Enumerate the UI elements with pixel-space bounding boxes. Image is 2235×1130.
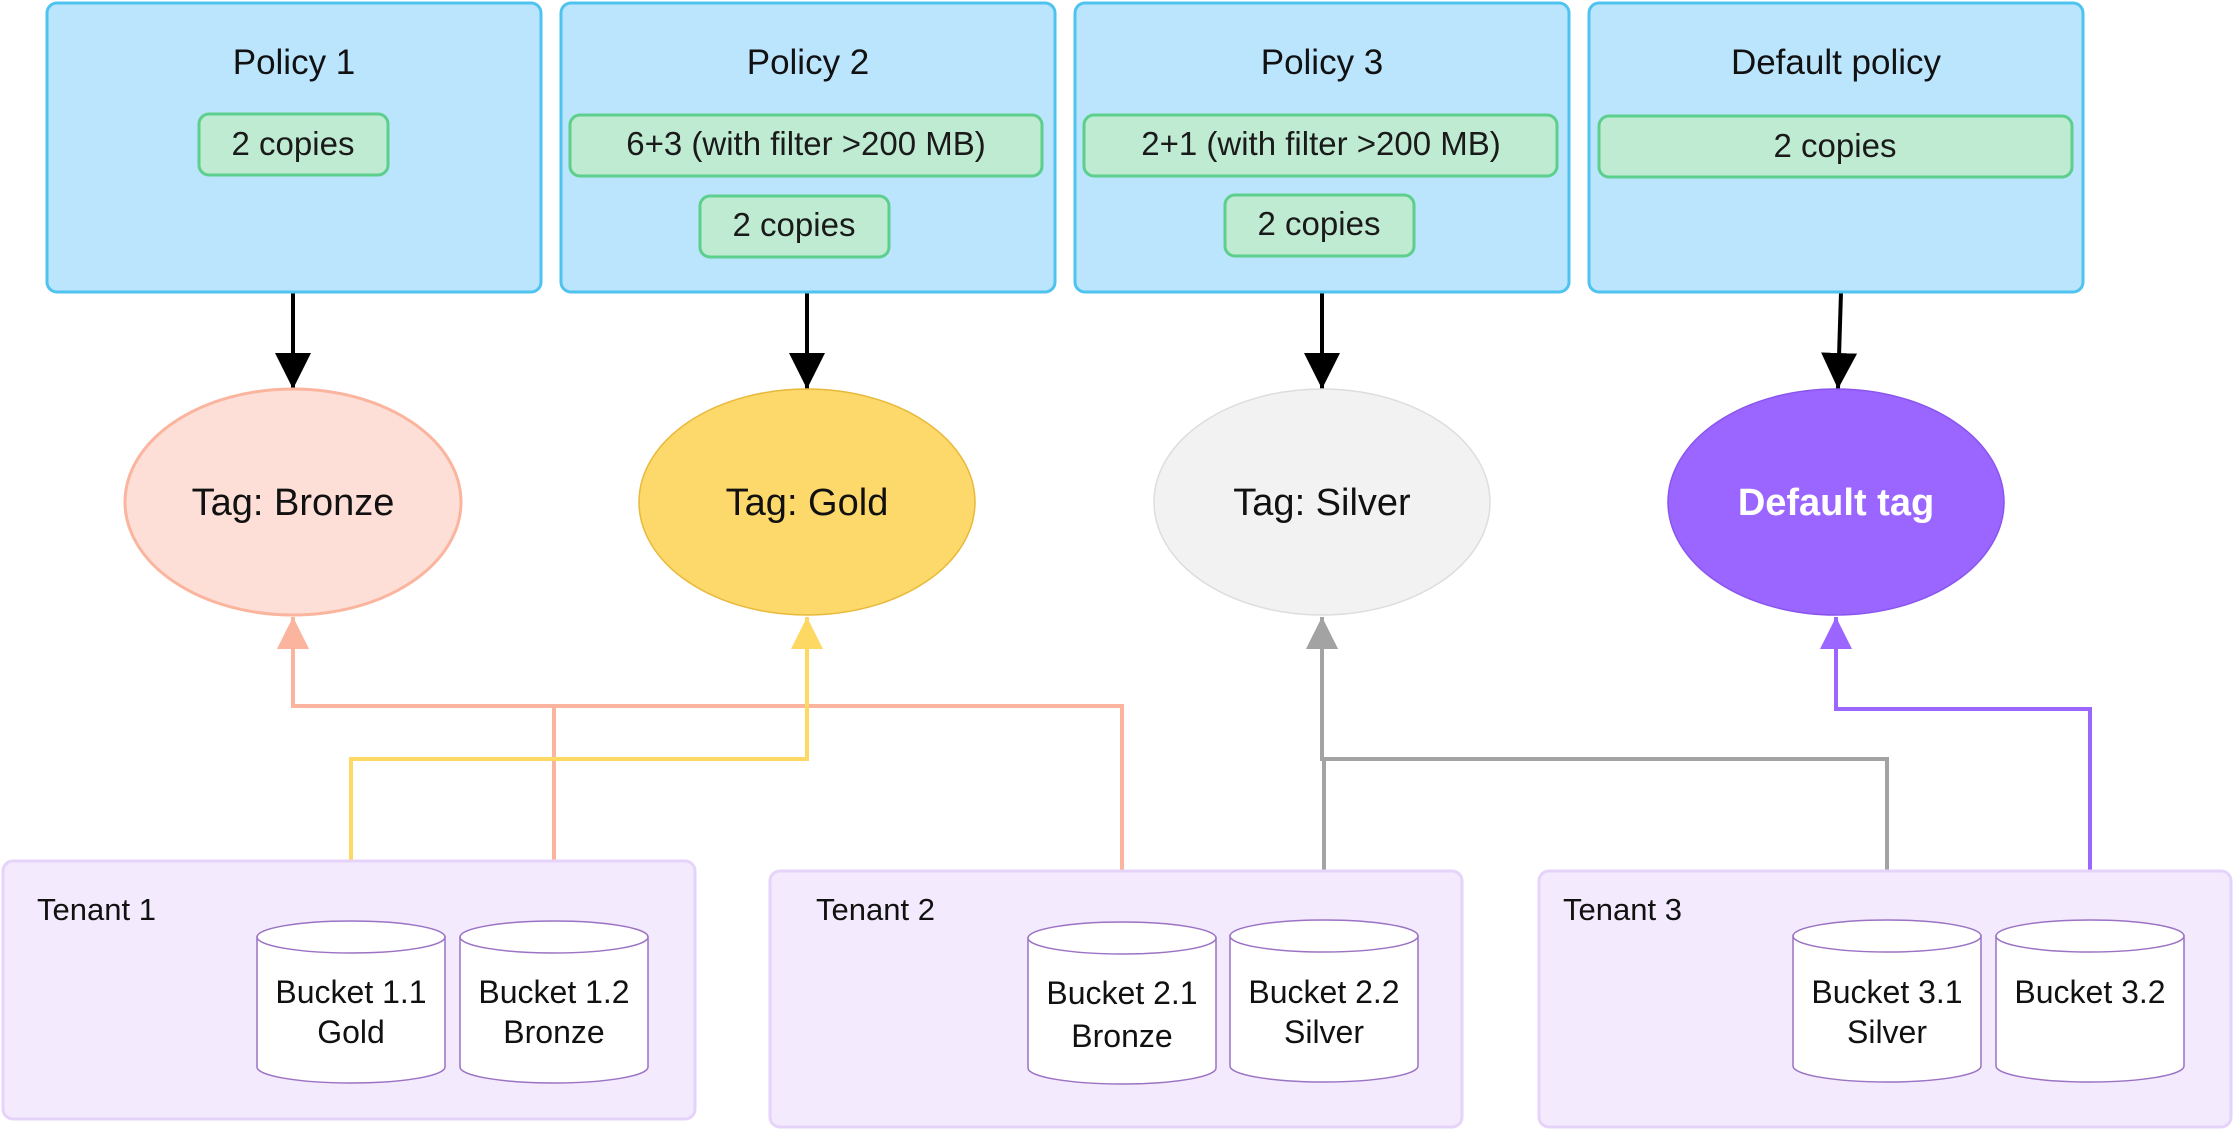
tenant-label: Tenant 1: [37, 892, 156, 927]
buckets: Bucket 1.1 Gold Bucket 1.2 Bronze Bucket…: [256, 919, 2185, 1085]
tag-bronze: Tag: Bronze: [123, 387, 463, 617]
bucket-tag-label: Bronze: [503, 1014, 604, 1050]
rule-box: [197, 112, 390, 177]
rule-box: [1597, 114, 2074, 179]
bucket-body: [1995, 935, 2185, 1083]
bucket-tag-label: Gold: [317, 1014, 385, 1050]
bucket-top: [1792, 919, 1982, 953]
tag-label: Default tag: [1738, 482, 1934, 524]
bucket-body: [256, 936, 446, 1084]
bucket-label: Bucket 1.1: [275, 974, 426, 1010]
policies: Policy 1 2 copies Policy 2 6+3 (with fil…: [45, 1, 2085, 294]
bucket-1-1-to-tag-gold-arrow: [349, 617, 823, 921]
bucket-3-1-to-tag-silver-arrow: [1306, 617, 1889, 920]
edges: [275, 291, 2092, 922]
bucket-3-2: Bucket 3.2: [1995, 919, 2185, 1083]
rule-text: 2 copies: [232, 125, 355, 162]
rule-box: [568, 113, 1044, 178]
bucket-1-1: Bucket 1.1 Gold: [256, 920, 446, 1084]
tag-ellipse: [123, 387, 463, 617]
bucket-top: [1229, 919, 1419, 953]
rule-text: 6+3 (with filter >200 MB): [626, 125, 986, 162]
policy-3: Policy 3 2+1 (with filter >200 MB) 2 cop…: [1073, 1, 1571, 294]
bucket-3-2-to-default-tag-arrow: [1820, 617, 2092, 920]
bucket-label: Bucket 2.2: [1248, 974, 1399, 1010]
tag-ellipse: [638, 388, 976, 616]
rule-text: 2 copies: [733, 206, 856, 243]
rule-box: [1082, 113, 1559, 178]
bucket-top: [256, 920, 446, 954]
rule-text: 2 copies: [1258, 205, 1381, 242]
bucket-body: [459, 936, 649, 1084]
rule-text: 2+1 (with filter >200 MB): [1141, 125, 1501, 162]
policy-default: Default policy 2 copies: [1587, 1, 2085, 294]
rule-box: [1223, 193, 1416, 258]
bucket-top: [459, 920, 649, 954]
policy-title: Policy 1: [233, 43, 356, 82]
policy-default-to-default-tag-arrow: [1821, 291, 1858, 390]
rule-box: [698, 194, 891, 259]
bucket-label: Bucket 1.2: [478, 974, 629, 1010]
bucket-label: Bucket 2.1: [1046, 975, 1197, 1011]
policy-1: Policy 1 2 copies: [45, 1, 543, 294]
tenant-label: Tenant 2: [816, 892, 935, 927]
tag-ellipse: [1667, 388, 2005, 616]
tag-silver: Tag: Silver: [1153, 388, 1491, 616]
bucket-tag-label: Bronze: [1071, 1018, 1172, 1054]
bucket-tag-label: Silver: [1847, 1014, 1927, 1050]
tags: Tag: Bronze Tag: Gold Tag: Silver Defaul…: [123, 387, 2005, 617]
tag-default: Default tag: [1667, 388, 2005, 616]
rule-text: 2 copies: [1774, 127, 1897, 164]
tag-label: Tag: Bronze: [192, 482, 395, 524]
bucket-2-1: Bucket 2.1 Bronze: [1027, 921, 1217, 1085]
tag-label: Tag: Silver: [1233, 482, 1411, 524]
bucket-body: [1229, 935, 1419, 1083]
tag-gold: Tag: Gold: [638, 388, 976, 616]
bucket-2-2: Bucket 2.2 Silver: [1229, 919, 1419, 1083]
tag-label: Tag: Gold: [726, 482, 889, 524]
policy-title: Policy 2: [747, 43, 870, 82]
policy-2: Policy 2 6+3 (with filter >200 MB) 2 cop…: [559, 1, 1057, 294]
tenant-label: Tenant 3: [1563, 892, 1682, 927]
bucket-tag-label: Silver: [1284, 1014, 1364, 1050]
bucket-3-1: Bucket 3.1 Silver: [1792, 919, 1982, 1083]
policy-title: Default policy: [1731, 43, 1942, 82]
tag-ellipse: [1153, 388, 1491, 616]
bucket-label: Bucket 3.1: [1811, 974, 1962, 1010]
bucket-1-2: Bucket 1.2 Bronze: [459, 920, 649, 1084]
bucket-2-1-to-tag-bronze-arrow: [277, 617, 1124, 922]
bucket-label: Bucket 3.2: [2014, 974, 2165, 1010]
bucket-body: [1027, 937, 1217, 1085]
bucket-body: [1792, 935, 1982, 1083]
bucket-top: [1995, 919, 2185, 953]
bucket-top: [1027, 921, 1217, 955]
policy-title: Policy 3: [1261, 43, 1384, 82]
